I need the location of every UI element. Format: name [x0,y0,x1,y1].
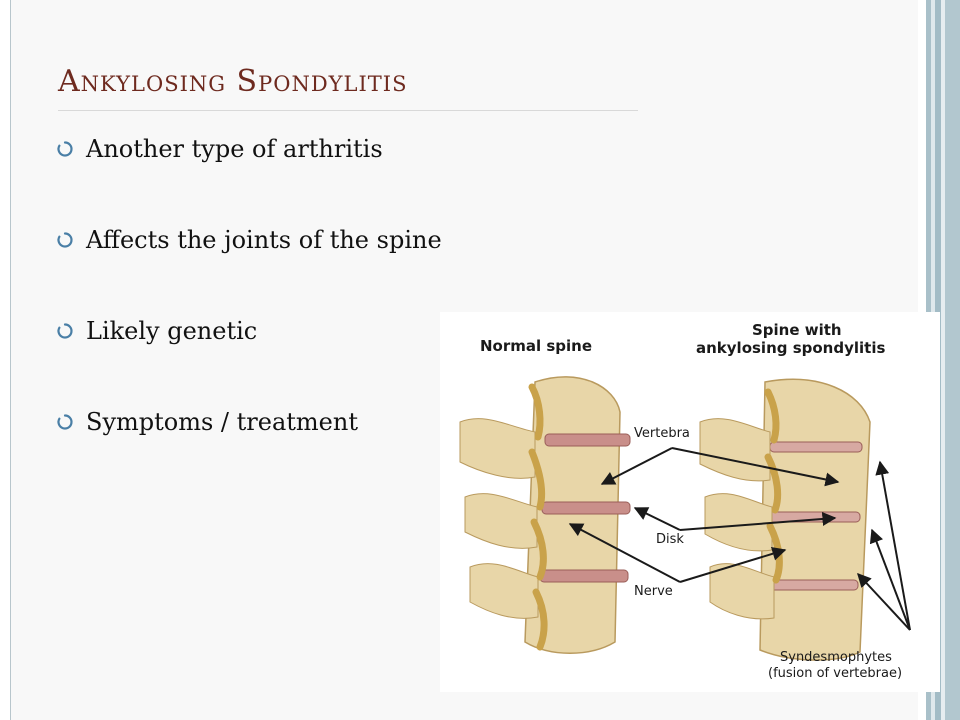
fused-spine-drawing [699,378,871,661]
bullet-text: Another type of arthritis [86,135,383,163]
bullet-item: Affects the joints of the spine [56,217,442,263]
title-divider [58,110,638,111]
spine-drawing [459,376,911,661]
as-spine-label-line2: ankylosing spondylitis [696,339,886,357]
bullet-ring-icon [56,322,86,340]
vertebra-label: Vertebra [634,426,690,441]
bullet-text: Affects the joints of the spine [86,226,442,254]
bullet-item: Likely genetic [56,308,442,354]
syndesmophytes-label-line1: Syndesmophytes [780,650,892,665]
bullet-list: Another type of arthritis Affects the jo… [56,126,442,490]
disk-label: Disk [656,532,684,547]
bullet-text: Symptoms / treatment [86,408,358,436]
bullet-ring-icon [56,413,86,431]
annotation-arrows [568,447,911,631]
slide-title: Ankylosing Spondylitis [58,64,408,99]
normal-spine-label: Normal spine [480,337,593,355]
bullet-item: Another type of arthritis [56,126,442,172]
bullet-text: Likely genetic [86,317,258,345]
syndesmophytes-label-line2: (fusion of vertebrae) [768,666,903,681]
normal-spine-drawing [459,376,631,654]
bullet-item: Symptoms / treatment [56,399,442,445]
nerve-label: Nerve [634,584,673,599]
bullet-ring-icon [56,231,86,249]
spine-illustration: Normal spine Spine with ankylosing spond… [440,312,940,692]
bullet-ring-icon [56,140,86,158]
as-spine-label-line1: Spine with [752,321,842,339]
